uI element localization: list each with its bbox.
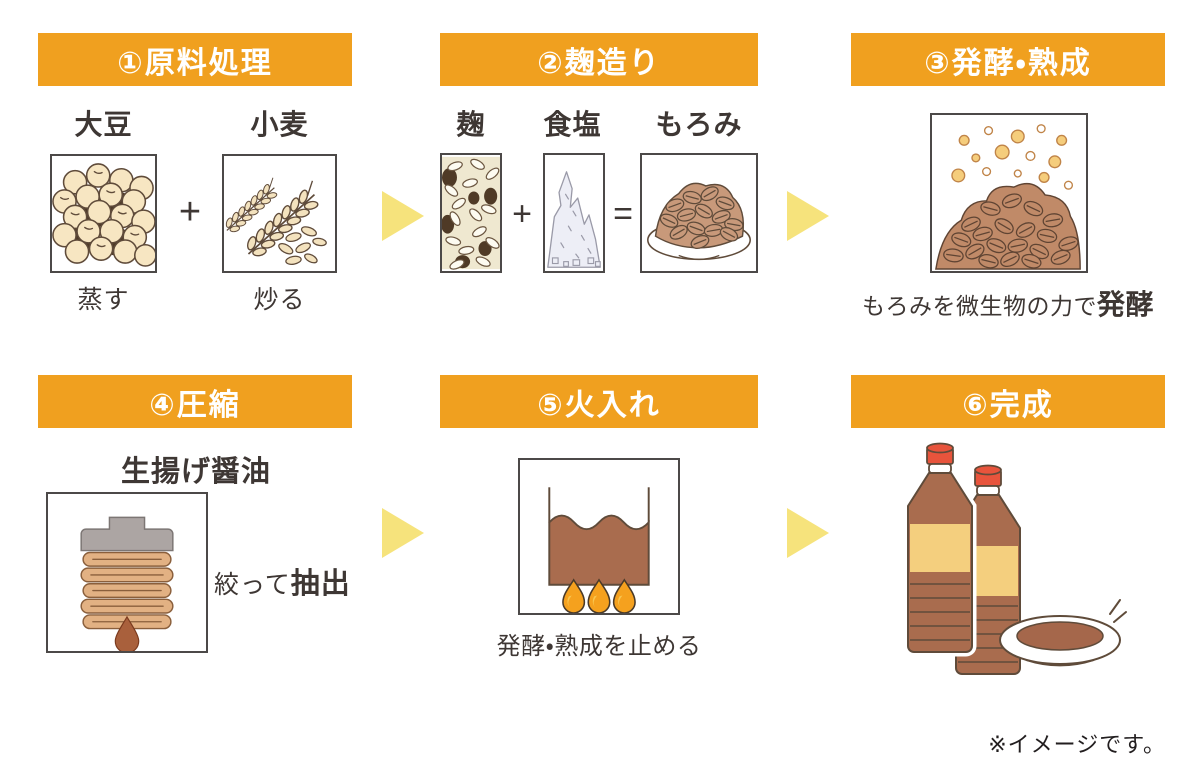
moromi-box — [640, 153, 758, 273]
fermentation-box — [930, 113, 1088, 273]
finished-product — [888, 442, 1128, 677]
step1-title: ①原料処理 — [117, 46, 273, 80]
soybeans-box — [50, 154, 157, 273]
press-caption: 絞って抽出 — [214, 560, 364, 602]
soybeans-icon — [52, 163, 155, 267]
moromi-icon — [647, 182, 751, 261]
bottles-and-dish-icon — [903, 442, 1127, 675]
moromi-label: もろみ — [655, 109, 743, 140]
step5-title: ⑤火入れ — [537, 388, 661, 422]
heating-caption: 発酵・熟成を止める — [496, 633, 702, 660]
wheat-label: 小麦 — [250, 109, 309, 140]
step2-title: ②麹造り — [537, 46, 661, 80]
arrow-right-icon-4 — [787, 508, 829, 558]
press-caption-bold: 抽出 — [290, 568, 351, 600]
arrow-right-icon-3 — [382, 508, 424, 558]
heating-pot-icon — [548, 487, 650, 613]
wheat-icon — [224, 176, 330, 265]
step4-title: ④圧縮 — [149, 388, 241, 422]
step6-header: ⑥完成 — [851, 375, 1165, 428]
salt-box — [543, 153, 605, 273]
step3-header: ③発酵・熟成 — [851, 33, 1165, 86]
soybean-caption: 蒸す — [77, 286, 130, 314]
fermentation-caption-normal: もろみを微生物の力で — [861, 293, 1097, 319]
arrow-right-icon-2 — [787, 191, 829, 241]
press-box — [46, 492, 208, 653]
soybean-label: 大豆 — [74, 109, 133, 140]
step3-title: ③発酵・熟成 — [924, 46, 1092, 80]
press-caption-normal: 絞って — [214, 571, 291, 599]
fermentation-caption: もろみを微生物の力で発酵 — [851, 283, 1165, 323]
fermentation-caption-bold: 発酵 — [1096, 289, 1154, 320]
plus-sign-2: + — [512, 195, 532, 233]
wheat-box — [222, 154, 337, 273]
step6-title: ⑥完成 — [962, 388, 1054, 422]
equals-sign: = — [613, 195, 633, 233]
koji-box — [440, 153, 502, 273]
plus-sign-1: + — [178, 191, 202, 233]
heating-box — [518, 458, 680, 615]
arrow-right-icon-1 — [382, 191, 424, 241]
press-icon — [80, 516, 174, 651]
step5-header: ⑤火入れ — [440, 375, 758, 428]
step1-header: ①原料処理 — [38, 33, 352, 86]
wheat-caption: 炒る — [253, 286, 306, 314]
step4-header: ④圧縮 — [38, 375, 352, 428]
salt-label: 食塩 — [543, 109, 602, 140]
raw-soy-sauce-label: 生揚げ醤油 — [120, 456, 271, 488]
image-disclaimer: ※イメージです。 — [988, 732, 1166, 757]
fermentation-icon — [935, 124, 1081, 271]
koji-icon — [442, 156, 500, 270]
step2-header: ②麹造り — [440, 33, 758, 86]
salt-icon — [547, 171, 601, 268]
koji-label: 麹 — [456, 109, 486, 140]
